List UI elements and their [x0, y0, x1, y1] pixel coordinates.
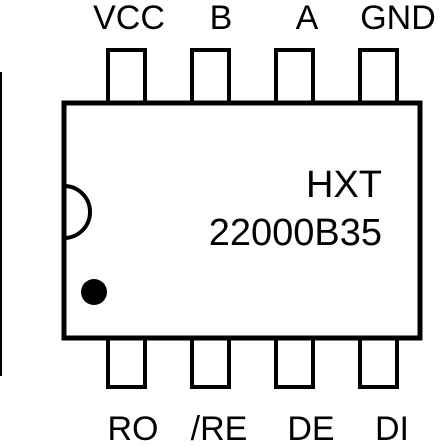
orientation-notch	[63, 184, 92, 240]
pin-label-b: B	[210, 0, 233, 37]
chip-marking-line2: 22000B35	[209, 212, 382, 254]
chip-body	[61, 100, 423, 341]
pin-label-vcc: VCC	[93, 0, 165, 37]
pin-b	[190, 48, 231, 106]
pin-label-de: DE	[287, 410, 334, 446]
pin-ro	[106, 335, 147, 389]
pin-re	[190, 335, 231, 389]
pin-label-gnd: GND	[360, 0, 436, 37]
pin-di	[358, 335, 399, 389]
chip-marking-line1: HXT	[306, 164, 382, 206]
pin-label-re: /RE	[191, 410, 248, 446]
pin-label-a: A	[296, 0, 319, 37]
pin-label-di: DI	[375, 410, 409, 446]
pin-de	[274, 335, 315, 389]
pin1-dot	[81, 279, 107, 305]
pin-vcc	[106, 48, 147, 106]
pin-gnd	[358, 48, 399, 106]
pin-a	[274, 48, 315, 106]
pin-label-ro: RO	[108, 410, 159, 446]
